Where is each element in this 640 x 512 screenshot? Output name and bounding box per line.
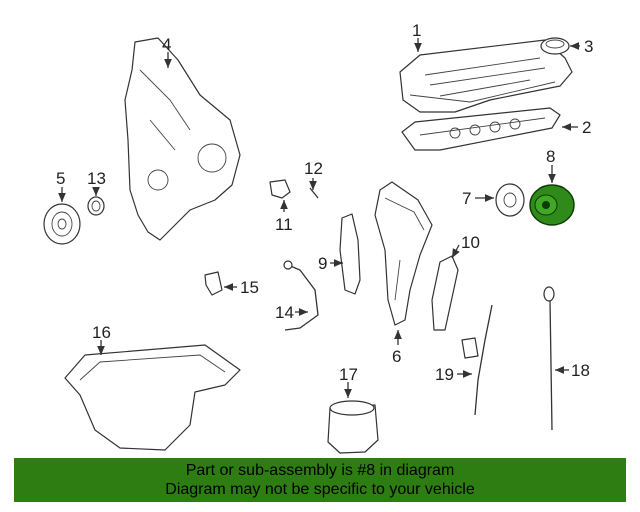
callout-19: 19 [435, 365, 454, 384]
callout-4: 4 [162, 35, 171, 54]
callout-18: 18 [571, 361, 590, 380]
chain-guide[interactable] [339, 213, 361, 295]
camshaft-sprocket[interactable] [495, 183, 525, 217]
crankshaft-pulley[interactable] [43, 203, 81, 245]
dowel-pin[interactable] [309, 187, 319, 199]
oil-dipstick[interactable] [543, 286, 555, 431]
sensor-bracket[interactable] [204, 271, 223, 296]
callout-7: 7 [462, 189, 471, 208]
callout-11: 11 [275, 215, 293, 234]
leader-lines [58, 38, 580, 398]
engine-parts-diagram: 1 2 3 4 5 6 7 8 9 10 11 12 13 14 15 16 1… [43, 21, 593, 454]
callout-2: 2 [582, 118, 591, 137]
camshaft-timing-gear-assembly[interactable] [529, 184, 575, 226]
callout-3: 3 [584, 37, 593, 56]
oil-pan[interactable] [64, 344, 241, 451]
crankshaft-seal[interactable] [87, 196, 105, 216]
banner-line-disclaimer: Diagram may not be specific to your vehi… [165, 481, 475, 498]
chain-tensioner-slipper[interactable] [431, 255, 459, 331]
callout-16: 16 [92, 323, 111, 342]
crank-position-sensor[interactable] [283, 260, 319, 331]
callout-12: 12 [304, 159, 323, 178]
timing-cover[interactable] [124, 37, 241, 241]
callout-9: 9 [318, 254, 327, 273]
oil-level-gauge-guide[interactable] [461, 304, 493, 416]
banner-line-part: Part or sub-assembly is #8 in diagram [185, 462, 455, 479]
oil-filter[interactable] [327, 400, 379, 454]
callout-10: 10 [461, 233, 480, 252]
part-info-banner: Part or sub-assembly is #8 in diagram Di… [14, 458, 626, 502]
callout-15: 15 [240, 278, 259, 297]
callout-14: 14 [275, 303, 294, 322]
callout-1: 1 [412, 21, 421, 40]
callout-6: 6 [392, 347, 401, 366]
callout-13: 13 [87, 169, 106, 188]
cam-position-sensor[interactable] [269, 179, 291, 199]
callout-8: 8 [546, 147, 555, 166]
oil-filler-cap[interactable] [540, 37, 570, 55]
valve-cover-gasket[interactable] [401, 107, 561, 151]
timing-chain[interactable] [374, 181, 433, 326]
callout-17: 17 [339, 365, 358, 384]
callout-5: 5 [56, 169, 65, 188]
valve-cover[interactable] [399, 39, 573, 113]
